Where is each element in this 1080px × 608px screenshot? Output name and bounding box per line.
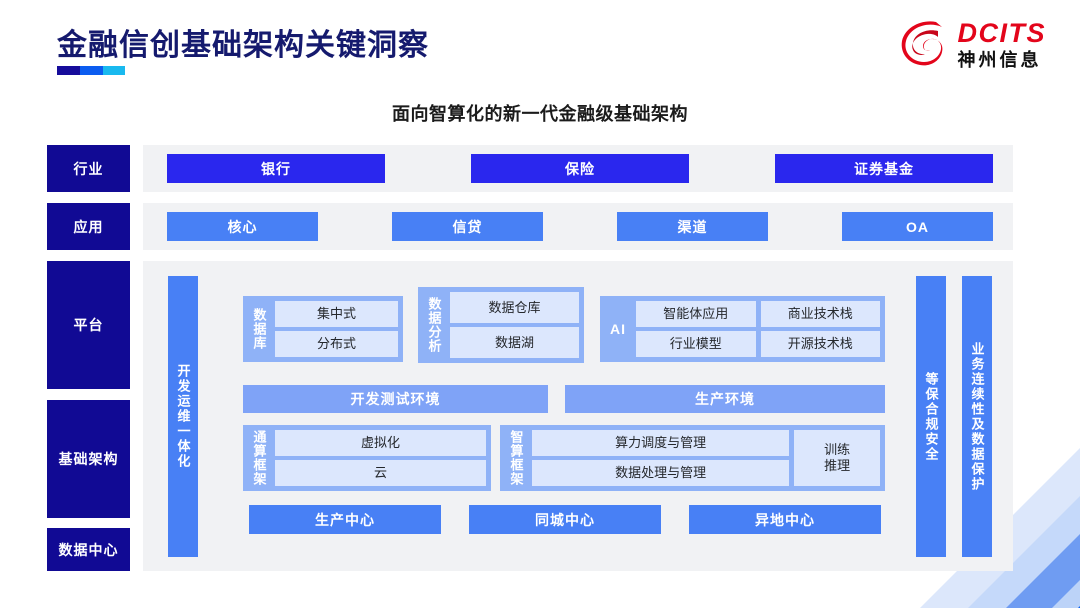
group-general-compute-framework: 通算框架 虚拟化 云 <box>243 425 491 491</box>
rail-item-platform[interactable]: 平台 <box>47 261 130 389</box>
data-center-remote[interactable]: 异地中心 <box>689 505 881 534</box>
rail-item-infrastructure[interactable]: 基础架构 <box>47 400 130 518</box>
cell-data-processing-management[interactable]: 数据处理与管理 <box>532 460 790 486</box>
cell-virtualization[interactable]: 虚拟化 <box>275 430 486 456</box>
data-center-same-city[interactable]: 同城中心 <box>469 505 661 534</box>
industry-item-insurance[interactable]: 保险 <box>471 154 689 183</box>
group-smart-compute-framework: 智算框架 算力调度与管理 数据处理与管理 训练 推理 <box>500 425 885 491</box>
group-label-general-compute: 通算框架 <box>251 430 267 486</box>
group-label-database: 数据库 <box>251 308 267 350</box>
rail-item-application[interactable]: 应用 <box>47 203 130 250</box>
group-label-ai: AI <box>610 321 626 337</box>
page-subtitle: 面向智算化的新一代金融级基础架构 <box>392 104 688 124</box>
logo-text-cn: 神州信息 <box>957 49 1042 70</box>
application-item-channel[interactable]: 渠道 <box>617 212 768 241</box>
cell-commercial-tech-stack[interactable]: 商业技术栈 <box>760 301 880 327</box>
vertical-bar-devops[interactable]: 开发运维一体化 <box>168 276 198 557</box>
band-dev-test-environment[interactable]: 开发测试环境 <box>243 385 548 413</box>
cell-industry-model[interactable]: 行业模型 <box>636 331 756 357</box>
group-label-smart-compute: 智算框架 <box>508 430 524 486</box>
band-production-environment[interactable]: 生产环境 <box>565 385 885 413</box>
title-accent-bar <box>57 66 125 75</box>
industry-item-securities-fund[interactable]: 证券基金 <box>775 154 993 183</box>
cell-agent-application[interactable]: 智能体应用 <box>636 301 756 327</box>
logo-text-en: DCITS <box>957 17 1046 48</box>
group-database: 数据库 集中式 分布式 <box>243 296 403 362</box>
cell-data-warehouse[interactable]: 数据仓库 <box>450 292 579 323</box>
cell-open-source-tech-stack[interactable]: 开源技术栈 <box>760 331 880 357</box>
cell-data-lake[interactable]: 数据湖 <box>450 327 579 358</box>
group-ai: AI 智能体应用 行业模型 商业技术栈 开源技术栈 <box>600 296 885 362</box>
cell-inference-label: 推理 <box>824 458 851 473</box>
application-item-credit[interactable]: 信贷 <box>392 212 543 241</box>
cell-training-label: 训练 <box>824 442 851 458</box>
vertical-bar-business-continuity[interactable]: 业务连续性及数据保护 <box>962 276 992 557</box>
brand-logo: DCITS 神州信息 <box>900 19 1047 69</box>
page-title: 金融信创基础架构关键洞察 <box>57 29 429 62</box>
data-center-production[interactable]: 生产中心 <box>249 505 441 534</box>
cell-training-inference[interactable]: 训练 推理 <box>794 430 880 486</box>
cell-cloud[interactable]: 云 <box>275 460 486 486</box>
application-item-core[interactable]: 核心 <box>167 212 318 241</box>
cell-database-distributed[interactable]: 分布式 <box>275 331 398 357</box>
rail-item-data-center[interactable]: 数据中心 <box>47 528 130 571</box>
application-item-oa[interactable]: OA <box>842 212 993 241</box>
group-data-analysis: 数据分析 数据仓库 数据湖 <box>418 287 584 363</box>
cell-database-centralized[interactable]: 集中式 <box>275 301 398 327</box>
dcits-swirl-icon <box>900 19 952 69</box>
industry-item-bank[interactable]: 银行 <box>167 154 385 183</box>
group-label-data-analysis: 数据分析 <box>426 297 442 353</box>
vertical-bar-security-compliance[interactable]: 等保合规安全 <box>916 276 946 557</box>
rail-item-industry[interactable]: 行业 <box>47 145 130 192</box>
cell-compute-scheduling-management[interactable]: 算力调度与管理 <box>532 430 790 456</box>
